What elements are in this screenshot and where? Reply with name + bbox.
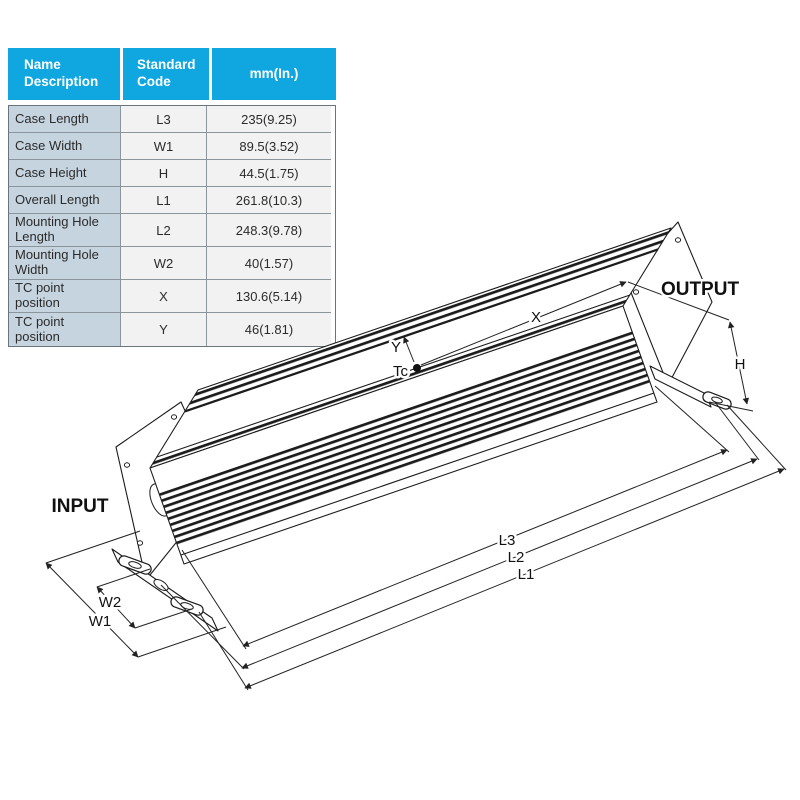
table-cell: Case Height: [9, 160, 121, 187]
l1-dimension-label: L1: [518, 566, 535, 583]
table-cell: 235(9.25): [207, 106, 331, 133]
heatsink-body: [149, 227, 672, 565]
screw: [632, 289, 640, 295]
table-cell: Case Length: [9, 106, 121, 133]
table-cell: TC point position: [9, 280, 121, 313]
screw: [674, 237, 682, 243]
y-dimension-label: Y: [391, 339, 401, 356]
x-dimension-label: X: [531, 309, 541, 326]
screw: [123, 462, 131, 468]
mounting-slot: [711, 396, 723, 404]
input-bracket-flange: [111, 548, 219, 632]
width-dimensions: [45, 530, 227, 658]
table-cell: Y: [121, 313, 207, 346]
dimension-h-line: [728, 321, 749, 405]
input-label: INPUT: [52, 496, 109, 517]
h-dimension-label: H: [735, 356, 746, 373]
tc-point-dot: [413, 364, 421, 372]
table-cell: 261.8(10.3): [207, 187, 331, 214]
screw: [170, 414, 178, 420]
table-cell: W1: [121, 133, 207, 160]
table-cell: 46(1.81): [207, 313, 331, 346]
table-cell: L2: [121, 214, 207, 247]
dimension-w1-line: [45, 562, 139, 658]
w2-dimension-label: W2: [99, 594, 122, 611]
table-cell: Mounting Hole Length: [9, 214, 121, 247]
tc-point-dimensions: [403, 281, 627, 372]
dimension-l1-line: [244, 468, 785, 689]
header-name-description: Name Description: [8, 48, 120, 100]
l3-dimension-label: L3: [499, 532, 516, 549]
output-bracket-flange: [649, 365, 732, 410]
screw: [136, 540, 144, 546]
table-cell: Overall Length: [9, 187, 121, 214]
table-cell: X: [121, 280, 207, 313]
l2-dimension-label: L2: [508, 549, 525, 566]
w1-dimension-label: W1: [89, 613, 112, 630]
tc-label: Tc: [393, 363, 409, 380]
table-cell: 40(1.57): [207, 247, 331, 280]
header-standard-code: Standard Code: [123, 48, 209, 100]
dimension-x-line: [420, 281, 627, 366]
table-cell: 89.5(3.52): [207, 133, 331, 160]
table-body: Case Length L3 235(9.25) Case Width W1 8…: [8, 105, 336, 347]
table-cell: 44.5(1.75): [207, 160, 331, 187]
length-dimensions: [160, 385, 787, 691]
table-header-row: Name Description Standard Code mm(In.): [8, 48, 336, 100]
table-cell: TC point position: [9, 313, 121, 346]
top-fins-front: [150, 295, 630, 468]
table-cell: Case Width: [9, 133, 121, 160]
dimension-y-line: [403, 336, 415, 363]
header-mm-in: mm(In.): [212, 48, 336, 100]
top-fins-back: [185, 228, 671, 412]
table-cell: Mounting Hole Width: [9, 247, 121, 280]
output-label: OUTPUT: [661, 279, 740, 300]
table-cell: 130.6(5.14): [207, 280, 331, 313]
table-cell: H: [121, 160, 207, 187]
table-cell: W2: [121, 247, 207, 280]
dimensions-table: Name Description Standard Code mm(In.) C…: [8, 48, 336, 347]
table-cell: L1: [121, 187, 207, 214]
dimension-w2-line: [96, 586, 136, 629]
table-cell: 248.3(9.78): [207, 214, 331, 247]
table-cell: L3: [121, 106, 207, 133]
